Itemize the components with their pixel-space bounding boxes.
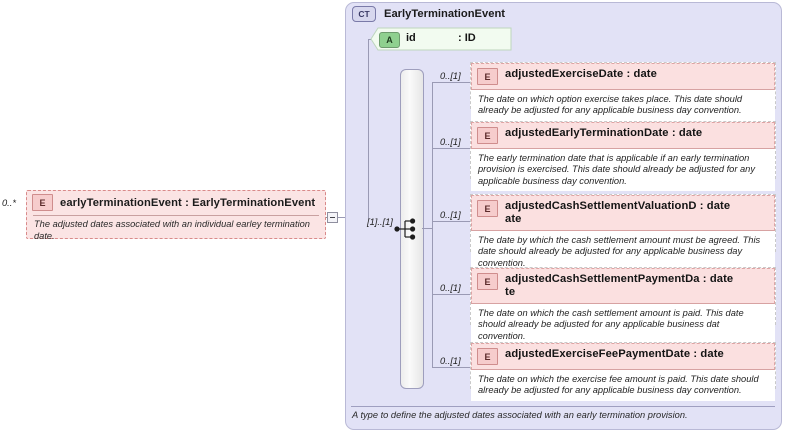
element-header: E earlyTerminationEvent : EarlyTerminati… bbox=[27, 191, 325, 214]
footer-divider bbox=[351, 406, 775, 407]
attribute-type: : ID bbox=[458, 32, 476, 44]
connector-child-5 bbox=[432, 367, 470, 368]
compositor-multiplicity: [1]..[1] bbox=[367, 217, 393, 227]
complextype-documentation: A type to define the adjusted dates asso… bbox=[352, 410, 688, 420]
complextype-title-row: CT EarlyTerminationEvent bbox=[352, 6, 505, 22]
attribute-shape bbox=[370, 27, 512, 51]
element-header: E adjustedExerciseDate : date bbox=[471, 63, 775, 90]
element-title: adjustedExerciseFeePaymentDate : date bbox=[505, 348, 724, 360]
element-documentation: The early termination date that is appli… bbox=[471, 149, 775, 192]
attribute-name: id bbox=[406, 32, 416, 44]
element-badge-icon: E bbox=[477, 200, 498, 217]
element-documentation: The adjusted dates associated with an in… bbox=[34, 219, 310, 241]
element-adjustedCashSettlementValuationDate[interactable]: E adjustedCashSettlementValuationD : dat… bbox=[470, 194, 776, 274]
element-documentation: The date on which the cash settlement am… bbox=[471, 304, 775, 347]
element-header: E adjustedCashSettlementPaymentDa : date… bbox=[471, 268, 775, 304]
element-header: E adjustedCashSettlementValuationD : dat… bbox=[471, 195, 775, 231]
element-header: E adjustedExerciseFeePaymentDate : date bbox=[471, 343, 775, 370]
element-header: E adjustedEarlyTerminationDate : date bbox=[471, 122, 775, 149]
element-badge-icon: E bbox=[32, 194, 53, 211]
connector-children-trunk bbox=[432, 82, 433, 367]
attribute-badge-icon: A bbox=[379, 32, 400, 48]
element-title: earlyTerminationEvent : EarlyTermination… bbox=[60, 196, 316, 209]
element-documentation: The date on which the exercise fee amoun… bbox=[471, 370, 775, 401]
child-multiplicity-5: 0..[1] bbox=[440, 356, 461, 366]
element-adjustedExerciseFeePaymentDate[interactable]: E adjustedExerciseFeePaymentDate : date … bbox=[470, 342, 776, 401]
element-documentation: The date by which the cash settlement am… bbox=[471, 231, 775, 274]
element-badge-icon: E bbox=[477, 68, 498, 85]
element-badge-icon: E bbox=[477, 127, 498, 144]
complextype-badge-icon: CT bbox=[352, 6, 376, 22]
element-adjustedCashSettlementPaymentDate[interactable]: E adjustedCashSettlementPaymentDa : date… bbox=[470, 267, 776, 347]
element-documentation: The date on which option exercise takes … bbox=[471, 90, 775, 121]
attribute-id[interactable]: A id : ID bbox=[370, 27, 515, 51]
connector-child-2 bbox=[432, 148, 470, 149]
connector-seq-out bbox=[422, 228, 432, 229]
child-multiplicity-1: 0..[1] bbox=[440, 71, 461, 81]
child-multiplicity-4: 0..[1] bbox=[440, 283, 461, 293]
connector-child-3 bbox=[432, 221, 470, 222]
divider bbox=[33, 215, 319, 216]
connector-child-1 bbox=[432, 82, 470, 83]
element-badge-icon: E bbox=[477, 273, 498, 290]
element-adjustedExerciseDate[interactable]: E adjustedExerciseDate : date The date o… bbox=[470, 62, 776, 121]
connector-child-4 bbox=[432, 294, 470, 295]
left-element-multiplicity: 0..* bbox=[2, 198, 16, 208]
element-badge-icon: E bbox=[477, 348, 498, 365]
element-title: adjustedEarlyTerminationDate : date bbox=[505, 127, 703, 139]
child-multiplicity-2: 0..[1] bbox=[440, 137, 461, 147]
element-title: adjustedExerciseDate : date bbox=[505, 68, 657, 80]
connector-attribute-trunk bbox=[368, 39, 369, 219]
child-multiplicity-3: 0..[1] bbox=[440, 210, 461, 220]
element-earlyTerminationEvent[interactable]: E earlyTerminationEvent : EarlyTerminati… bbox=[26, 190, 326, 241]
sequence-compositor[interactable] bbox=[394, 69, 424, 389]
complextype-name: EarlyTerminationEvent bbox=[384, 8, 506, 20]
expand-collapse-toggle[interactable] bbox=[327, 212, 338, 223]
sequence-icon bbox=[394, 218, 416, 240]
element-adjustedEarlyTerminationDate[interactable]: E adjustedEarlyTerminationDate : date Th… bbox=[470, 121, 776, 192]
